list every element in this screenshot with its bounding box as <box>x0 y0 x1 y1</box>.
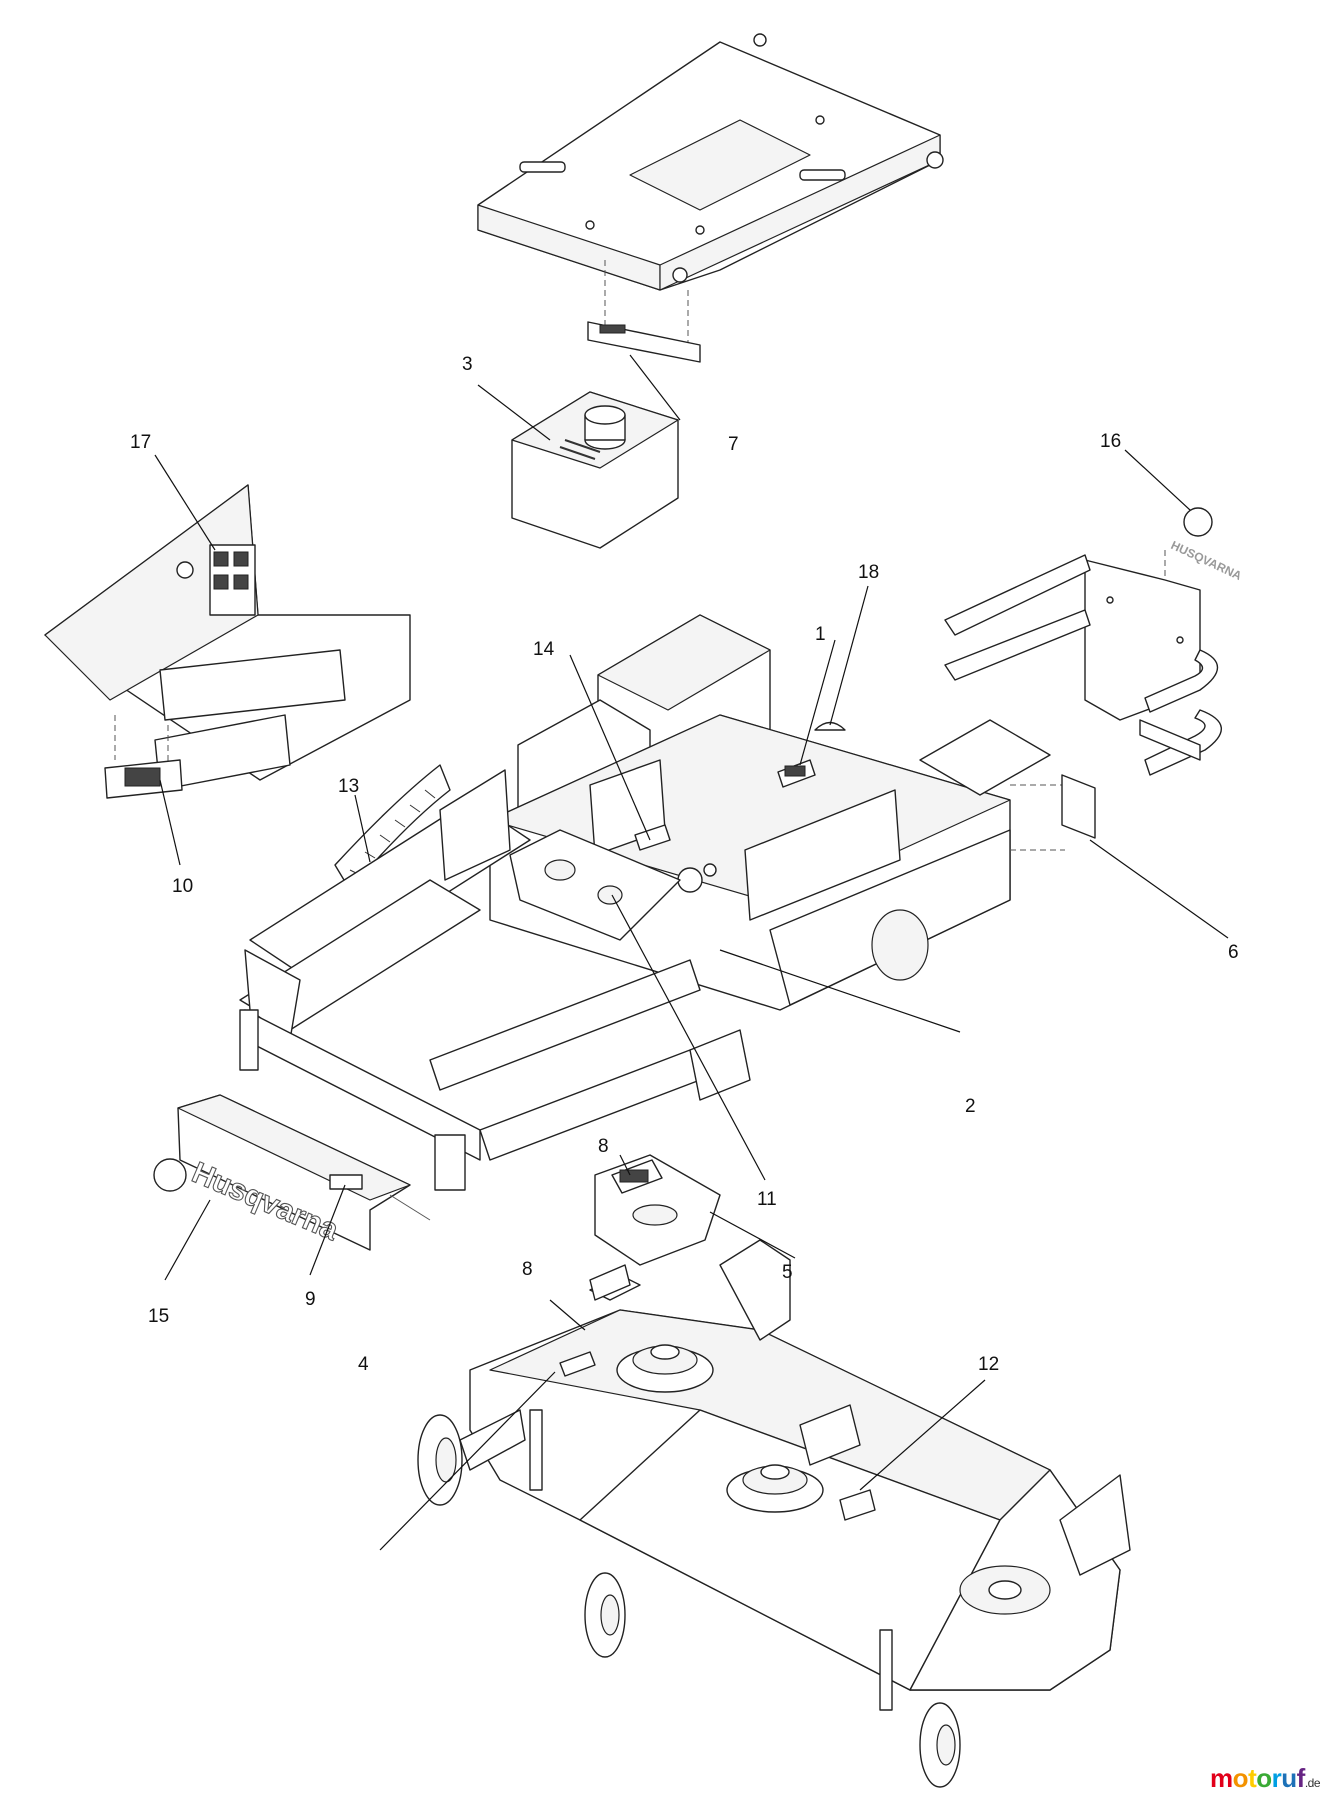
watermark-letter: u <box>1281 1763 1297 1793</box>
watermark-letter: m <box>1210 1763 1233 1793</box>
husqvarna-emblem: HUSQVARNA <box>1169 507 1245 583</box>
callout-1: 1 <box>815 624 826 645</box>
decal-14 <box>634 824 671 851</box>
callout-6: 6 <box>1228 942 1239 963</box>
mower-deck <box>417 1239 1131 1788</box>
decal-10 <box>104 715 183 799</box>
husqvarna-small-text: HUSQVARNA <box>1169 538 1245 583</box>
watermark-letter: t <box>1248 1763 1257 1793</box>
decal-18 <box>814 721 846 731</box>
callout-4: 4 <box>358 1354 369 1375</box>
callout-9: 9 <box>305 1289 316 1310</box>
watermark-letter: o <box>1232 1763 1249 1793</box>
callout-8a: 8 <box>598 1136 609 1157</box>
callout-17: 17 <box>130 432 151 453</box>
watermark-letter: o <box>1256 1763 1272 1793</box>
callout-5: 5 <box>782 1262 793 1283</box>
callout-8b: 8 <box>522 1259 533 1280</box>
leader-lines <box>154 354 1229 1551</box>
callout-12: 12 <box>978 1354 999 1375</box>
watermark-brand: motoruf <box>1210 1763 1305 1793</box>
callout-13: 13 <box>338 776 359 797</box>
callout-18: 18 <box>858 562 879 583</box>
callout-14: 14 <box>533 639 555 660</box>
callout-7: 7 <box>728 434 739 455</box>
callout-labels: 1 2 3 4 5 6 7 8 8 9 10 11 12 13 14 15 16… <box>130 354 1239 1375</box>
decal-1 <box>777 759 816 788</box>
decal-7 <box>587 260 701 363</box>
watermark-suffix: .de <box>1304 1776 1321 1790</box>
callout-2: 2 <box>965 1096 976 1117</box>
watermark-letter: f <box>1296 1763 1306 1793</box>
callout-16: 16 <box>1100 431 1121 452</box>
rear-hitch <box>944 550 1222 776</box>
pulley-cover <box>594 1154 721 1266</box>
callout-3: 3 <box>462 354 473 375</box>
foot-pan <box>44 484 411 791</box>
watermark-letter: r <box>1271 1763 1282 1793</box>
callout-11: 11 <box>757 1189 777 1210</box>
watermark-logo: motoruf.de <box>1210 1763 1320 1794</box>
callout-15: 15 <box>148 1306 169 1327</box>
callout-10: 10 <box>172 876 193 897</box>
control-panel-11 <box>509 829 681 941</box>
decal-6 <box>1010 774 1096 851</box>
seat-pan <box>477 33 944 291</box>
control-box <box>511 391 679 549</box>
